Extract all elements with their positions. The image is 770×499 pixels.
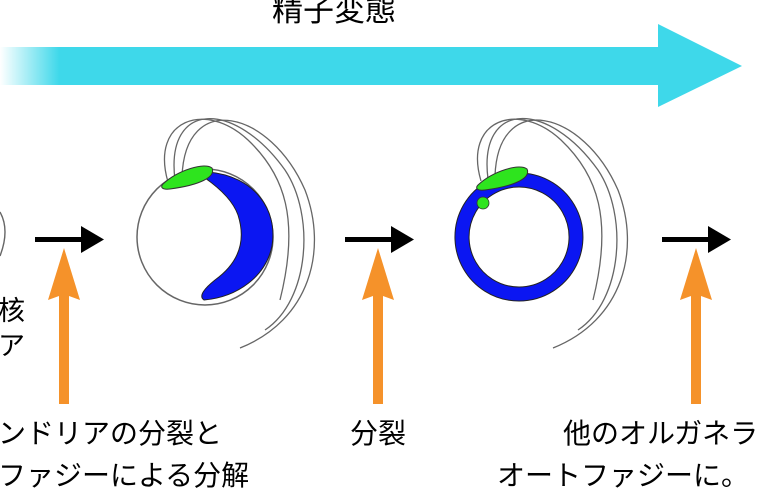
label-autophagy-line1: 他のオルガネラ bbox=[563, 417, 758, 450]
vesicle bbox=[476, 196, 490, 210]
label-division: 分裂 bbox=[350, 417, 406, 450]
flagellum-line bbox=[486, 117, 618, 331]
spermatid-cell-1 bbox=[136, 118, 316, 349]
mitochondria-label-partial: ア bbox=[0, 331, 25, 362]
process-arrow-division bbox=[362, 248, 394, 404]
spermiogenesis-banner-arrow bbox=[0, 24, 742, 107]
acrosome bbox=[476, 166, 529, 191]
nucleus-label-partial: 核 bbox=[0, 296, 25, 327]
process-arrow-autophagy bbox=[680, 248, 712, 404]
flagellum-line bbox=[494, 119, 629, 349]
banner-title: 精子変態 bbox=[272, 0, 396, 29]
label-mito-division-line2: ファジーによる分解 bbox=[0, 459, 249, 492]
flagellum-line bbox=[173, 118, 305, 331]
label-mito-division-line1: ンドリアの分裂と bbox=[0, 417, 222, 450]
flagellum-line bbox=[181, 119, 316, 349]
flagellum-line bbox=[163, 118, 290, 301]
spermatid-cell-2 bbox=[454, 117, 629, 349]
transition-arrow bbox=[345, 226, 414, 253]
mitochondria-ring bbox=[454, 172, 584, 302]
flagellum-line bbox=[476, 118, 603, 301]
label-autophagy-line2: オートファジーに。 bbox=[497, 459, 749, 492]
transition-arrow bbox=[35, 226, 104, 253]
partial-cell-outline bbox=[0, 211, 6, 257]
acrosome bbox=[161, 165, 214, 190]
process-arrow-mito-division bbox=[48, 248, 80, 404]
transition-arrow bbox=[662, 226, 731, 253]
